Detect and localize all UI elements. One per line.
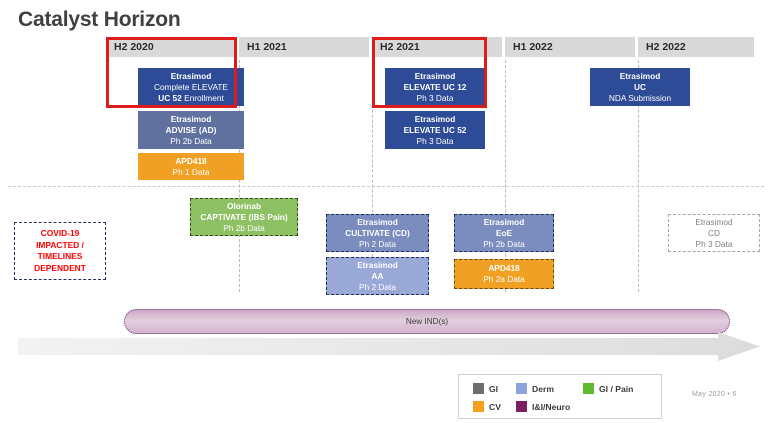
legend-label-ii-neuro: I&I/Neuro	[532, 401, 571, 412]
milestone-line3: Ph 3 Data	[416, 92, 454, 103]
milestone-line2: AA	[371, 270, 384, 281]
milestone-line2: CULTIVATE (CD)	[345, 227, 410, 238]
milestone-line1: APD418	[488, 263, 520, 273]
covid-text-group: COVID-19 IMPACTED / TIMELINES DEPENDENT	[34, 228, 86, 274]
header-separator	[635, 37, 638, 57]
milestone-line3: NDA Submission	[608, 92, 672, 103]
legend-swatch-derm	[516, 383, 527, 394]
legend: GI Derm GI / Pain CV I&I/Neuro	[458, 374, 662, 419]
timeline-column-h2-2022: H2 2022	[638, 37, 754, 57]
milestone-line3: Ph 2 Data	[359, 281, 396, 292]
milestone-eoe[interactable]: Etrasimod EoE Ph 2b Data	[454, 214, 554, 252]
milestone-line2: UC	[634, 81, 646, 92]
timeline-column-h1-2022: H1 2022	[505, 37, 635, 57]
milestone-line3: Ph 2b Data	[170, 135, 212, 146]
milestone-line3: Ph 3 Data	[416, 135, 454, 146]
milestone-line2: Ph 2a Data	[483, 274, 525, 284]
milestone-elevate-uc52-enrollment[interactable]: Etrasimod Complete ELEVATE UC 52 Enrollm…	[138, 68, 244, 106]
legend-label-derm: Derm	[532, 383, 554, 394]
milestone-line1: Etrasimod	[619, 70, 661, 81]
legend-swatch-ii-neuro	[516, 401, 527, 412]
milestone-line3: Ph 2 Data	[359, 238, 396, 249]
milestone-aa[interactable]: Etrasimod AA Ph 2 Data	[326, 257, 429, 295]
timeline-arrow	[18, 332, 760, 362]
milestone-line3-strong: UC 52	[158, 92, 182, 103]
column-divider	[505, 60, 506, 292]
milestone-line3: UC 52 Enrollment	[158, 93, 224, 104]
new-ind-pill[interactable]: New IND(s)	[124, 309, 730, 334]
covid-line2: IMPACTED /	[36, 239, 84, 250]
milestone-line1: Etrasimod	[357, 216, 398, 227]
milestone-line3: Ph 3 Data	[695, 238, 733, 249]
milestone-line2: Ph 1 Data	[172, 166, 210, 177]
milestone-apd418-ph2a[interactable]: APD418 Ph 2a Data	[454, 259, 554, 289]
covid-line4: DEPENDENT	[34, 262, 86, 273]
column-divider	[638, 60, 639, 292]
milestone-uc-nda-submission[interactable]: Etrasimod UC NDA Submission	[590, 68, 690, 106]
header-separator	[236, 37, 239, 57]
milestone-cultivate-cd[interactable]: Etrasimod CULTIVATE (CD) Ph 2 Data	[326, 214, 429, 252]
milestone-line1: Etrasimod	[170, 113, 212, 124]
legend-item-gi: GI	[473, 383, 498, 394]
milestone-advise-ad[interactable]: Etrasimod ADVISE (AD) Ph 2b Data	[138, 111, 244, 149]
legend-swatch-gi-pain	[583, 383, 594, 394]
phase-divider	[8, 186, 764, 187]
new-ind-label: New IND(s)	[405, 317, 449, 326]
timeline-column-h2-2021: H2 2021	[372, 37, 502, 57]
milestone-line1: Olorinab	[226, 200, 262, 211]
legend-swatch-cv	[473, 401, 484, 412]
legend-item-derm: Derm	[516, 383, 554, 394]
milestone-line2: ELEVATE UC 52	[403, 124, 467, 135]
column-divider	[372, 60, 373, 292]
milestone-olorinab-captivate[interactable]: Olorinab CAPTIVATE (IBS Pain) Ph 2b Data	[190, 198, 298, 236]
milestone-line1: APD418	[175, 155, 207, 166]
milestone-line2: CAPTIVATE (IBS Pain)	[200, 211, 288, 222]
header-separator	[502, 37, 505, 57]
milestone-line1: Etrasimod	[414, 70, 456, 81]
timeline-column-h2-2020: H2 2020	[106, 37, 236, 57]
legend-label-gi-pain: GI / Pain	[599, 383, 634, 394]
milestone-line1: Etrasimod	[695, 216, 733, 227]
legend-swatch-gi	[473, 383, 484, 394]
header-separator	[369, 37, 372, 57]
covid-impact-callout: COVID-19 IMPACTED / TIMELINES DEPENDENT	[14, 222, 106, 280]
legend-item-ii-neuro: I&I/Neuro	[516, 401, 570, 412]
milestone-cd-ph3[interactable]: Etrasimod CD Ph 3 Data	[668, 214, 760, 252]
milestone-line2: EoE	[495, 227, 513, 238]
slide-footer: May 2020 • 6	[692, 391, 737, 398]
milestone-line2: CD	[708, 227, 720, 238]
milestone-line1: Etrasimod	[357, 259, 398, 270]
milestone-line2: ADVISE (AD)	[165, 124, 217, 135]
legend-item-gi-pain: GI / Pain	[583, 383, 633, 394]
milestone-line2: Complete ELEVATE	[154, 81, 228, 92]
milestone-elevate-uc12[interactable]: Etrasimod ELEVATE UC 12 Ph 3 Data	[385, 68, 485, 106]
milestone-elevate-uc52[interactable]: Etrasimod ELEVATE UC 52 Ph 3 Data	[385, 111, 485, 149]
timeline-column-h1-2021: H1 2021	[239, 37, 369, 57]
milestone-line1: Etrasimod	[414, 113, 456, 124]
milestone-apd418-ph1[interactable]: APD418 Ph 1 Data	[138, 153, 244, 180]
milestone-line1: Etrasimod	[170, 70, 212, 81]
legend-item-cv: CV	[473, 401, 501, 412]
covid-line3: TIMELINES	[37, 251, 83, 261]
legend-label-gi: GI	[489, 383, 499, 394]
page-title: Catalyst Horizon	[18, 8, 181, 31]
milestone-line2: ELEVATE UC 12	[403, 81, 467, 92]
milestone-line3: Ph 2b Data	[223, 222, 265, 233]
legend-label-cv: CV	[489, 401, 501, 412]
milestone-line1: Etrasimod	[483, 216, 525, 227]
milestone-line3-rest: Enrollment	[181, 92, 224, 103]
covid-line1: COVID-19	[40, 228, 80, 238]
milestone-line3: Ph 2b Data	[483, 238, 525, 249]
